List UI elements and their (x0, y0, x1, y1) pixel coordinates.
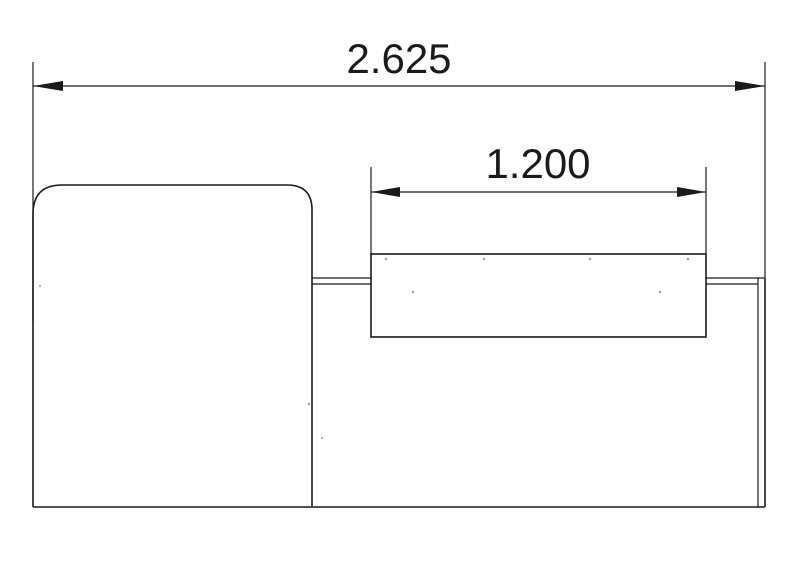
top-panel (370, 253, 707, 338)
panel-mark (588, 257, 592, 261)
overall-arrow-left (33, 81, 63, 91)
overall-dimension-label: 2.625 (346, 35, 451, 82)
overall-dimension: 2.625 (32, 35, 766, 322)
inner-dimension: 1.200 (370, 140, 707, 254)
inner-arrow-left (371, 187, 400, 197)
overall-arrow-right (735, 81, 765, 91)
panel-mark (482, 257, 486, 261)
panel-mark (411, 290, 415, 294)
right-body (312, 277, 766, 507)
panel-mark (307, 402, 311, 406)
panel-marks (39, 257, 690, 439)
inner-dimension-label: 1.200 (485, 140, 590, 187)
panel-mark (321, 437, 323, 439)
panel-mark (384, 257, 388, 261)
panel-mark (658, 290, 662, 294)
inner-arrow-right (677, 187, 706, 197)
left-block (32, 184, 313, 507)
panel-mark (686, 257, 690, 261)
panel-mark (39, 285, 41, 287)
